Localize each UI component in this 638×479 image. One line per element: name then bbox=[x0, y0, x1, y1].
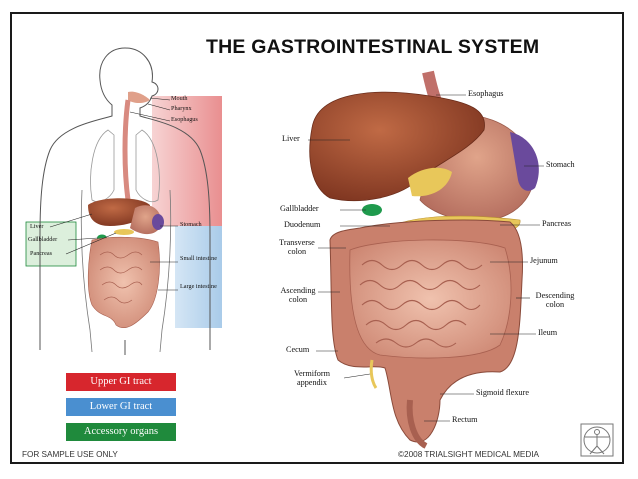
vitruvian-logo bbox=[580, 423, 614, 457]
leader-mouth bbox=[149, 97, 171, 101]
diagram-title: THE GASTROINTESTINAL SYSTEM bbox=[206, 36, 540, 58]
label-small-intestine: Small intestine bbox=[180, 255, 217, 262]
label-rectum: Rectum bbox=[452, 415, 478, 424]
label-esophagus: Esophagus bbox=[468, 89, 504, 98]
legend-accessory-organs: Accessory organs bbox=[66, 423, 176, 441]
accessory-region bbox=[25, 221, 77, 267]
mouth-shape bbox=[128, 91, 150, 103]
lower-gi-region bbox=[175, 226, 222, 328]
footer-sample-notice: FOR SAMPLE USE ONLY bbox=[22, 450, 118, 459]
esophagus-small bbox=[122, 99, 131, 201]
label-stomach-small: Stomach bbox=[180, 221, 202, 228]
leader-gallbladder-small bbox=[67, 237, 99, 241]
spleen-small bbox=[152, 214, 164, 230]
spleen-large bbox=[510, 132, 539, 191]
label-ileum: Ileum bbox=[538, 328, 558, 337]
footer-copyright: ©2008 TRIALSIGHT MEDICAL MEDIA bbox=[398, 450, 540, 459]
leader-appendix bbox=[343, 373, 371, 379]
label-mouth: Mouth bbox=[171, 95, 188, 102]
pancreas-small bbox=[114, 229, 134, 235]
label-esophagus-small: Esophagus bbox=[171, 116, 198, 123]
legend-lower-gi: Lower GI tract bbox=[66, 398, 176, 416]
leader-liver-small bbox=[49, 213, 93, 228]
label-cecum: Cecum bbox=[286, 345, 310, 354]
upper-gi-region bbox=[152, 96, 222, 226]
label-liver: Liver bbox=[282, 134, 300, 143]
label-sigmoid-flexure: Sigmoid flexure bbox=[476, 388, 529, 397]
stomach-small bbox=[130, 205, 161, 235]
intestine-coils-large bbox=[359, 259, 483, 348]
intestine-coils-small bbox=[99, 251, 143, 304]
label-transverse-colon: Transverse colon bbox=[279, 238, 315, 256]
label-gallbladder: Gallbladder bbox=[280, 204, 319, 213]
right-lung-outline bbox=[135, 129, 160, 203]
small-body-figure bbox=[25, 47, 222, 355]
label-ascending-colon: Ascending colon bbox=[280, 286, 316, 304]
label-large-intestine: Large intestine bbox=[180, 283, 217, 290]
legend-upper-gi: Upper GI tract bbox=[66, 373, 176, 391]
large-organ-illustration bbox=[308, 70, 544, 449]
leader-pharynx bbox=[147, 103, 171, 111]
label-descending-colon: Descending colon bbox=[535, 291, 575, 309]
label-jejunum: Jejunum bbox=[530, 256, 558, 265]
left-lung-outline bbox=[90, 129, 115, 203]
label-liver-small: Liver bbox=[30, 223, 44, 230]
label-pancreas: Pancreas bbox=[542, 219, 572, 228]
liver-large bbox=[309, 91, 485, 201]
label-pancreas-small: Pancreas bbox=[30, 250, 52, 257]
gallbladder-large bbox=[362, 204, 382, 216]
leader-esophagus-small bbox=[129, 111, 171, 122]
label-vermiform-appendix: Vermiform appendix bbox=[294, 369, 330, 387]
label-stomach: Stomach bbox=[546, 160, 575, 169]
body-outline bbox=[39, 47, 211, 350]
leader-pancreas-small bbox=[65, 232, 117, 255]
label-duodenum: Duodenum bbox=[284, 220, 321, 229]
label-pharynx: Pharynx bbox=[171, 105, 192, 112]
label-gallbladder-small: Gallbladder bbox=[28, 236, 58, 243]
rectum-large bbox=[406, 399, 428, 449]
appendix-large bbox=[369, 359, 378, 389]
intestines-small bbox=[87, 236, 160, 329]
fat-deposit bbox=[408, 167, 452, 197]
